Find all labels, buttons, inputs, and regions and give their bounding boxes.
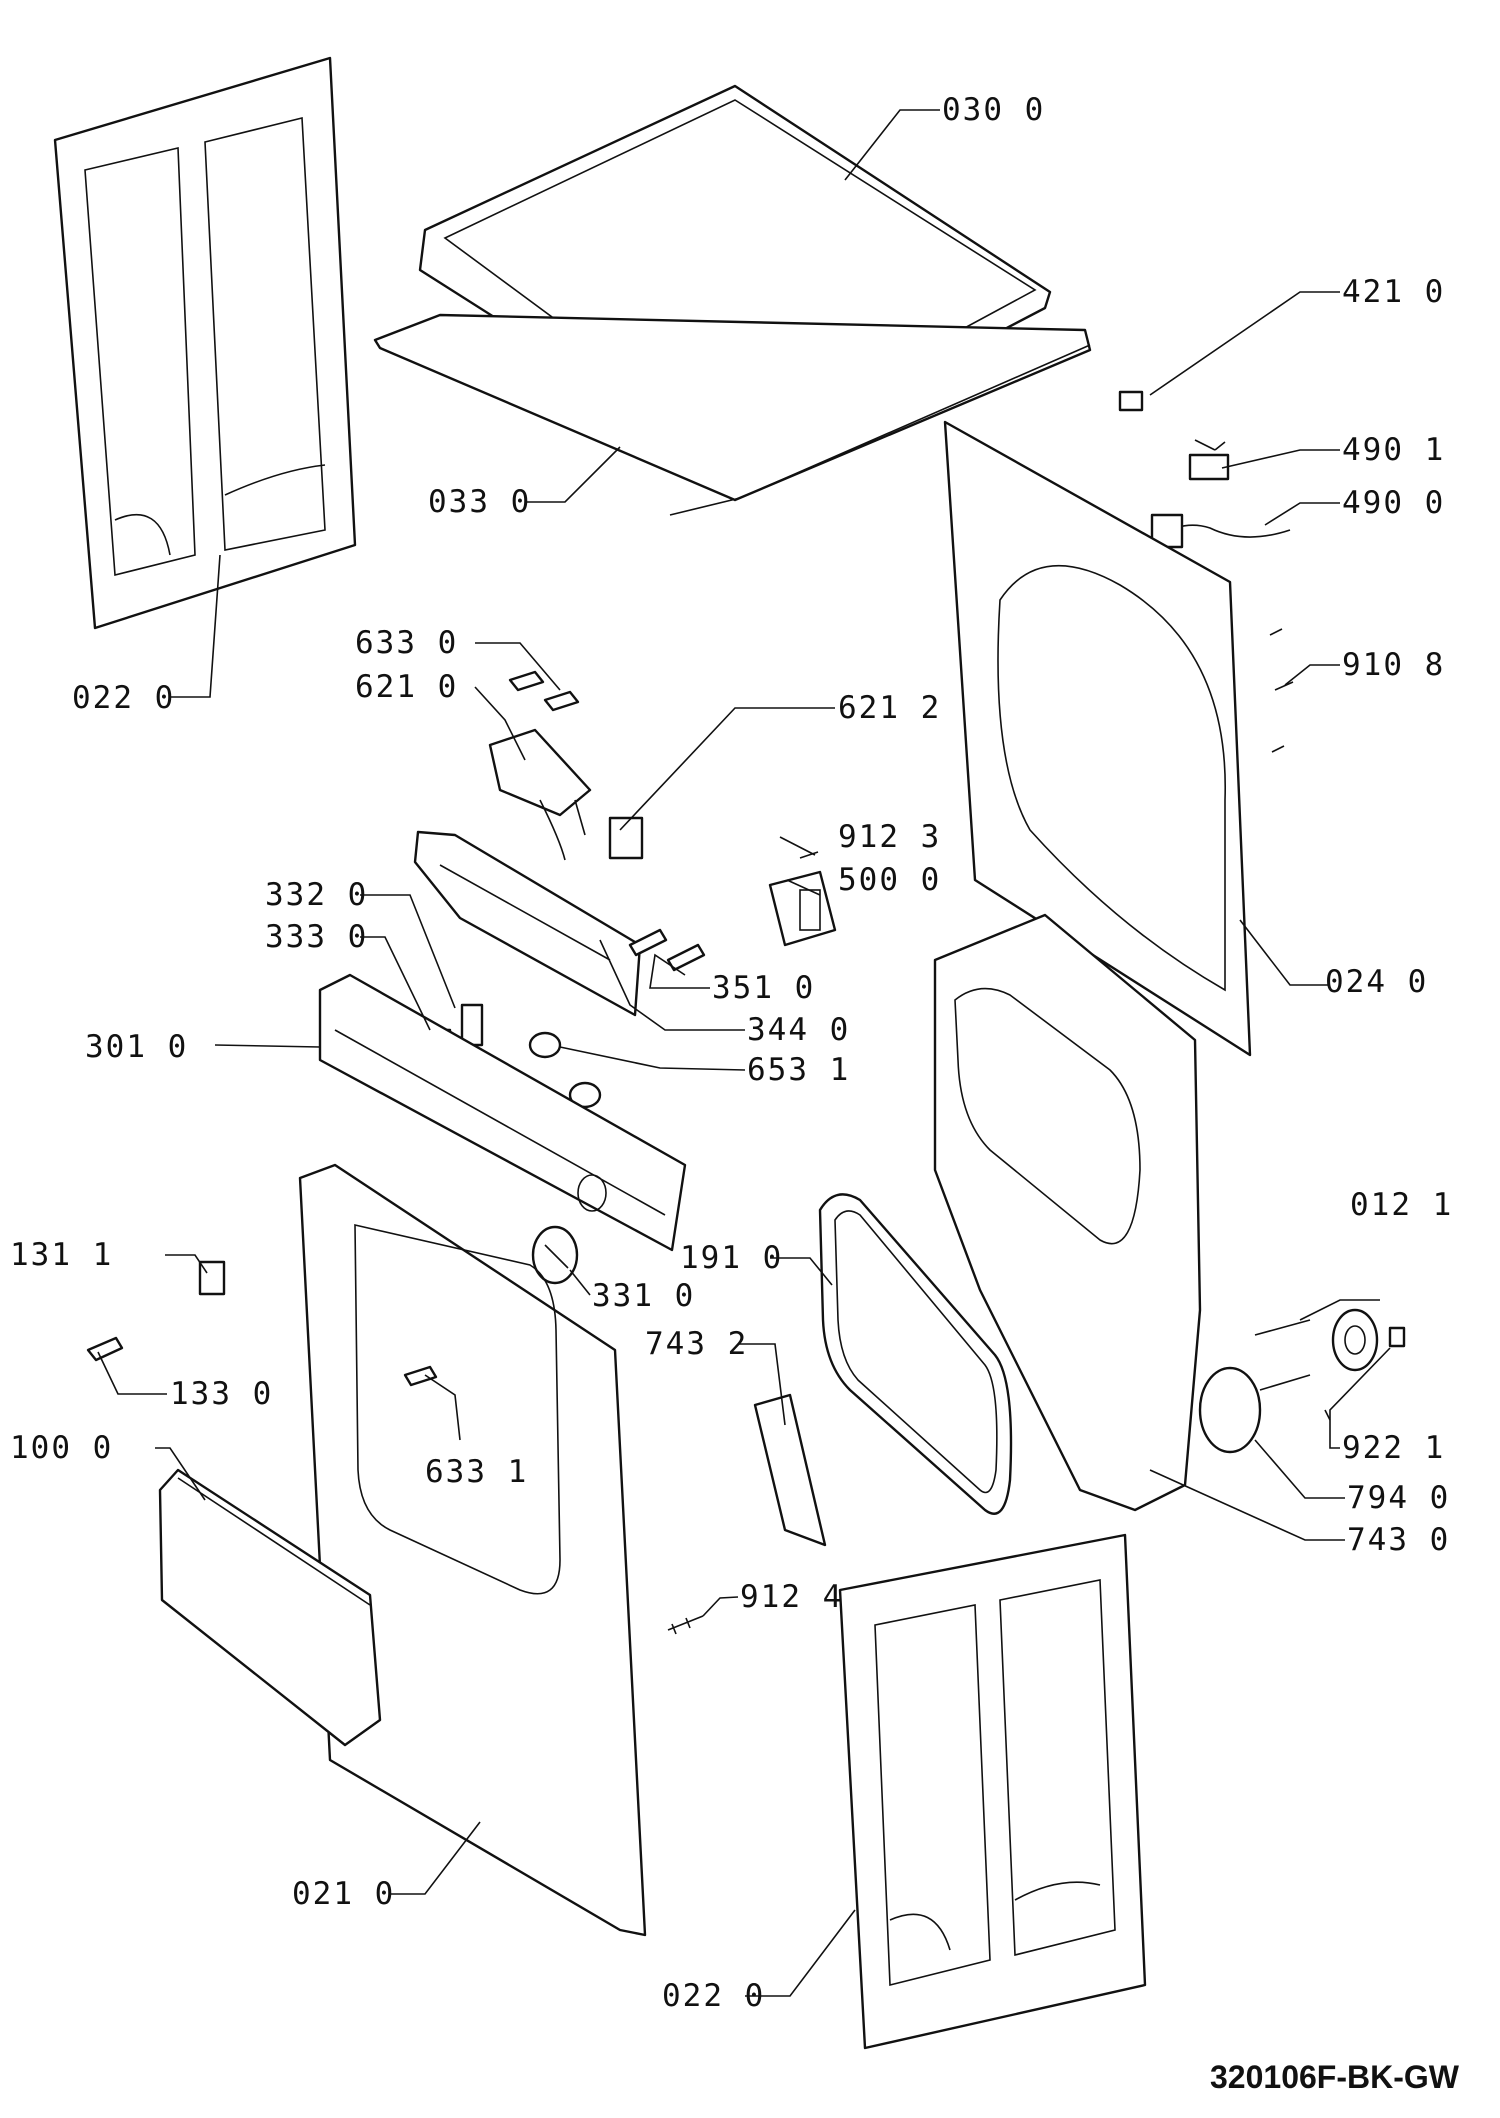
label-743-2: 743 2	[645, 1326, 748, 1362]
part-power-cord	[1150, 513, 1291, 549]
label-030-0: 030 0	[942, 92, 1045, 128]
label-500-0: 500 0	[838, 862, 941, 898]
label-021-0: 021 0	[292, 1876, 395, 1912]
part-screw-912-3	[799, 851, 819, 859]
part-seal-743-2	[753, 1393, 827, 1547]
part-screw-912-4	[667, 1615, 704, 1635]
leader-lines	[97, 109, 1391, 1997]
label-131-1: 131 1	[10, 1237, 113, 1273]
label-191-0: 191 0	[680, 1240, 783, 1276]
part-clips-633-0	[508, 670, 580, 712]
label-490-0: 490 0	[1342, 485, 1445, 521]
drawing-code: 320106F-BK-GW	[1210, 2059, 1460, 2095]
part-wiring-621-0	[488, 728, 592, 861]
part-side-panel-right	[838, 1533, 1147, 2050]
label-333-0: 333 0	[265, 919, 368, 955]
label-910-8: 910 8	[1342, 647, 1445, 683]
label-922-1: 922 1	[1342, 1430, 1445, 1466]
part-door-gasket	[818, 1193, 1013, 1515]
label-653-1: 653 1	[747, 1052, 850, 1088]
part-connector-421	[1118, 390, 1144, 412]
part-front-panel	[298, 1163, 647, 1937]
label-022-0-right: 022 0	[662, 1978, 765, 2014]
part-control-fascia	[318, 973, 687, 1252]
label-133-0: 133 0	[170, 1376, 273, 1412]
label-912-4: 912 4	[740, 1579, 843, 1615]
part-filter-490-1	[1188, 439, 1230, 481]
label-344-0: 344 0	[747, 1012, 850, 1048]
part-top-plate	[373, 313, 1092, 516]
label-100-0: 100 0	[10, 1430, 113, 1466]
part-knob-331-0	[531, 1225, 579, 1285]
label-421-0: 421 0	[1342, 274, 1445, 310]
part-motor-012-1	[1254, 1308, 1406, 1391]
part-drawer-100-0	[158, 1468, 382, 1747]
label-024-0: 024 0	[1325, 964, 1428, 1000]
label-301-0: 301 0	[85, 1029, 188, 1065]
part-timer-500-0	[768, 870, 837, 947]
label-621-0: 621 0	[355, 669, 458, 705]
part-rear-panel	[943, 420, 1252, 1057]
label-351-0: 351 0	[712, 970, 815, 1006]
part-latch-133-0	[86, 1336, 124, 1362]
part-lamps-653-1	[528, 1031, 602, 1109]
part-shafts-351-0	[628, 928, 706, 972]
part-belt-ring	[1198, 1366, 1262, 1454]
label-012-1: 012 1	[1350, 1187, 1453, 1223]
label-633-0: 633 0	[355, 625, 458, 661]
label-912-3: 912 3	[838, 819, 941, 855]
label-033-0: 033 0	[428, 484, 531, 520]
part-drum-housing	[933, 913, 1202, 1512]
part-side-panel-left	[53, 56, 357, 630]
part-control-board	[413, 830, 642, 1017]
label-633-1: 633 1	[425, 1454, 528, 1490]
label-331-0: 331 0	[592, 1278, 695, 1314]
part-clip-633-1	[403, 1365, 438, 1387]
part-switch-621-2	[608, 816, 644, 860]
label-490-1: 490 1	[1342, 432, 1445, 468]
label-621-2: 621 2	[838, 690, 941, 726]
label-743-0: 743 0	[1347, 1522, 1450, 1558]
label-022-0-left: 022 0	[72, 680, 175, 716]
part-labels: 030 0 421 0 490 1 490 0 033 0 910 8 022 …	[10, 92, 1460, 2095]
label-332-0: 332 0	[265, 877, 368, 913]
part-screws-910-8	[1269, 628, 1294, 753]
label-794-0: 794 0	[1347, 1480, 1450, 1516]
